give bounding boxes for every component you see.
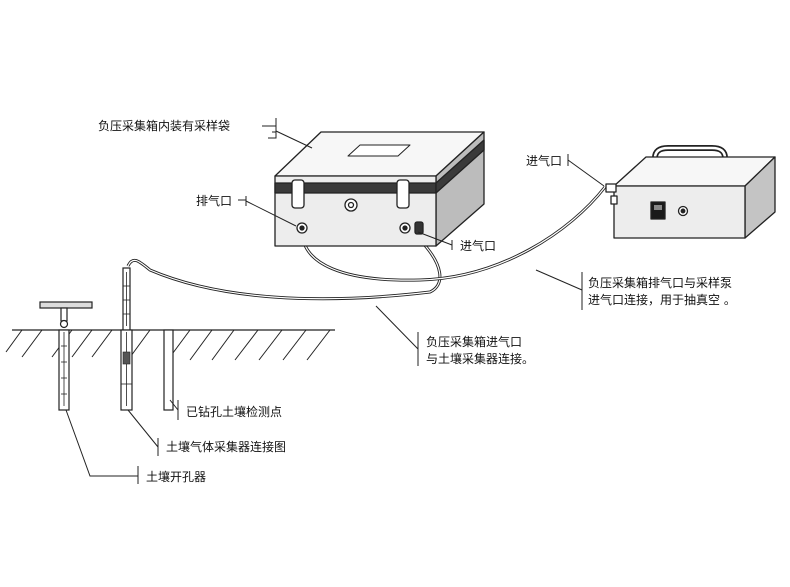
soil-gas-probe (120, 267, 133, 411)
pump-inlet-port (605, 183, 618, 205)
label-inlet-port-box: 进气口 (460, 238, 496, 253)
collection-box (274, 131, 485, 247)
soil-drill (39, 301, 93, 411)
sampling-pump (605, 145, 776, 239)
label-pump-connection-line1: 负压采集箱排气口与采样泵 (588, 275, 732, 290)
drilled-hole (163, 329, 174, 411)
label-drilled-point: 已钻孔土壤检测点 (186, 404, 282, 419)
label-gas-connection-diagram: 土壤气体采集器连接图 (166, 439, 286, 454)
box-inlet-port (399, 221, 424, 235)
label-box-soil-connection-line2: 与土壤采集器连接。 (426, 351, 534, 366)
hoses (126, 186, 607, 301)
label-bag-box: 负压采集箱内装有采样袋 (98, 118, 230, 133)
leader-lines (65, 118, 605, 484)
label-box-soil-connection-line1: 负压采集箱进气口 (426, 334, 522, 349)
box-exhaust-port (296, 222, 308, 234)
label-exhaust-port: 排气口 (196, 193, 232, 208)
label-pump-connection-line2: 进气口连接，用于抽真空 。 (588, 292, 736, 307)
label-inlet-port-pump: 进气口 (526, 153, 562, 168)
label-soil-drill: 土壤开孔器 (146, 469, 206, 484)
power-switch (650, 201, 666, 220)
